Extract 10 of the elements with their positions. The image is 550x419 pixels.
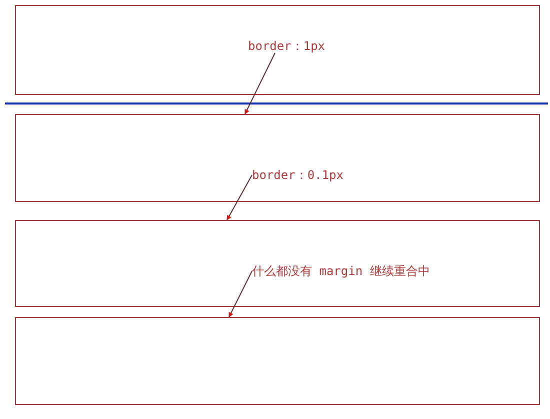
empty-box [15,317,540,405]
annotation-text: border：0.1px [252,168,344,182]
annotation-text: 什么都没有 margin 继续重合中 [252,264,430,278]
empty-box [15,5,540,95]
empty-box [15,220,540,307]
annotation-text: border：1px [248,39,326,53]
arrow [226,174,252,220]
arrow [228,270,252,318]
empty-box [15,114,540,202]
arrow [244,52,276,114]
